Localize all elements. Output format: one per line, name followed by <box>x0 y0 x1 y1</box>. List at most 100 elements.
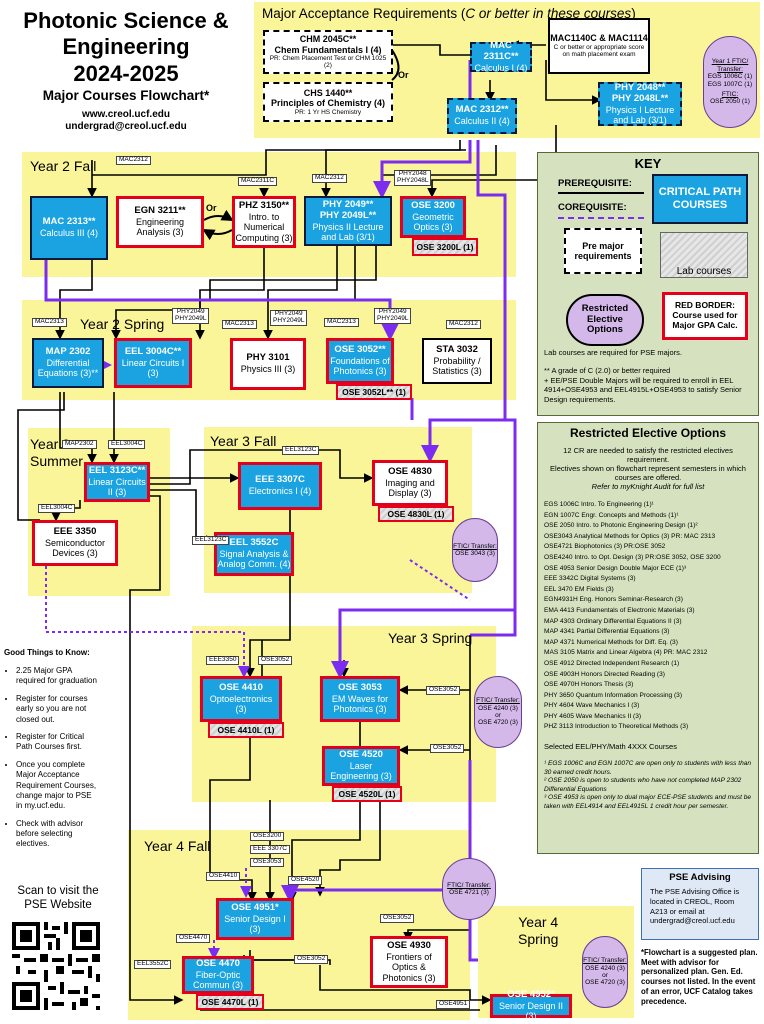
electives-title: Restricted Elective Options <box>569 426 727 440</box>
course-mac2312[interactable]: MAC 2312** Calculus II (4) <box>447 98 517 134</box>
course-map2302[interactable]: MAP 2302 Differential Equations (3)** <box>32 338 104 388</box>
tag-ose3052: OSE3052 <box>380 914 415 923</box>
tag-map2302: MAP2302 <box>62 440 97 449</box>
tag-ose3200: OSE3200 <box>250 832 285 841</box>
tag-ose3052: OSE3052 <box>430 744 465 753</box>
key-restricted-electives: Restricted Elective Options <box>566 294 644 346</box>
disclaimer: *Flowchart is a suggested plan. Meet wit… <box>641 948 758 1006</box>
course-phy2049[interactable]: PHY 2049** PHY 2049L** Physics II Lectur… <box>304 196 392 246</box>
elective-item: MAP 4303 Ordinary Differential Equations… <box>544 617 682 625</box>
lab-ose3200l[interactable]: OSE 3200L (1) <box>412 238 478 256</box>
key-coreq-arrow <box>558 217 644 219</box>
tag-eel3552c: EEL3552C <box>134 960 172 969</box>
course-ose4952[interactable]: OSE 4952* Senior Design II (3) <box>490 989 572 1021</box>
course-eee3307c[interactable]: EEE 3307C Electronics I (4) <box>238 462 322 510</box>
tag-eee3307c: EEE 3307C <box>250 845 290 854</box>
lab-ose3052l[interactable]: OSE 3052L** (1) <box>336 384 412 400</box>
course-ose3200[interactable]: OSE 3200 Geometric Optics (3) <box>400 196 466 238</box>
year2-fall-title: Year 2 Fall <box>30 158 97 174</box>
advising-box: PSE Advising The PSE Advising Office is … <box>641 868 759 940</box>
tag-mac2313: MAC2313 <box>32 318 67 327</box>
key-prereq-arrow <box>558 192 644 194</box>
elective-item: EEE 3342C Digital Systems (3) <box>544 575 636 583</box>
tag-mac2313: MAC2313 <box>324 318 359 327</box>
title-line-3: 2024-2025 <box>73 60 179 86</box>
elective-item: PHY 4604 Wave Mechanics I (3) <box>544 702 640 710</box>
course-mac2311c[interactable]: MAC 2311C** Calculus I (4) <box>470 40 532 73</box>
course-ose4410[interactable]: OSE 4410 Optoelectronics (3) <box>200 676 282 722</box>
key-lab-courses: Lab courses <box>660 232 748 278</box>
course-ose4951[interactable]: OSE 4951* Senior Design I (3) <box>216 898 294 940</box>
ftic-year4fall-bubble: FTIC/ Transfer: OSE 4721 (3) <box>442 858 496 920</box>
elective-item: OSE4721 Biophotonics (3) PR:OSE 3052 <box>544 543 666 551</box>
course-egn3211[interactable]: EGN 3211** Engineering Analysis (3) <box>116 196 204 248</box>
elective-item: MAP 4371 Numerical Methods for Diff. Eq.… <box>544 638 678 646</box>
good-thing-item: 2.25 Major GPA required for graduation <box>16 666 100 687</box>
key-corequisite-label: COREQUISITE: <box>558 202 627 213</box>
tag-eel3123c: EEL3123C <box>192 536 230 545</box>
course-sta3032[interactable]: STA 3032 Probability / Statistics (3) <box>422 338 492 384</box>
lab-ose4830l[interactable]: OSE 4830L (1) <box>378 506 454 522</box>
elective-item: MAS 3105 Matrix and Linear Algebra (4) P… <box>544 649 708 657</box>
course-eel3004c[interactable]: EEL 3004C** Linear Circuits I (3) <box>114 338 192 388</box>
lab-ose4410l[interactable]: OSE 4410L (1) <box>208 722 284 738</box>
ftic-year4spring-bubble: FTIC/ Transfer: OSE 4240 (3) or OSE 4720… <box>582 936 628 1008</box>
course-ose4830[interactable]: OSE 4830 Imaging and Display (3) <box>372 460 448 506</box>
website-link[interactable]: www.creol.ucf.edu <box>82 109 170 120</box>
electives-intro: 12 CR are needed to satisfy the restrict… <box>550 446 746 491</box>
title-line-1: Photonic Science & <box>23 8 229 33</box>
or-label-y2f: Or <box>206 203 217 213</box>
subtitle: Major Courses Flowchart* <box>42 88 210 103</box>
elective-item: EGN 1007C Engr. Concepts and Methods (1)… <box>544 511 679 519</box>
lab-ose4520l[interactable]: OSE 4520L (1) <box>332 786 402 802</box>
year3-spring-title: Year 3 Spring <box>388 630 473 646</box>
good-thing-item: Register for Critical Path Courses first… <box>16 732 100 753</box>
course-phy2048[interactable]: PHY 2048** PHY 2048L** Physics I Lecture… <box>598 82 682 126</box>
good-thing-item: Once you complete Major Acceptance Requi… <box>16 760 100 812</box>
course-ose3052[interactable]: OSE 3052** Foundations of Photonics (3) <box>326 338 394 384</box>
elective-item: PHY 4605 Wave Mechanics II (3) <box>544 712 642 720</box>
course-ose4520[interactable]: OSE 4520 Laser Engineering (3) <box>322 746 400 786</box>
course-eee3350[interactable]: EEE 3350 Semiconductor Devices (3) <box>32 520 118 566</box>
course-chs1440[interactable]: CHS 1440** Principles of Chemistry (4) P… <box>263 82 393 122</box>
tag-mac2312: MAC2312 <box>116 156 151 165</box>
lab-ose4470l[interactable]: OSE 4470L (1) <box>196 994 264 1010</box>
key-title: KEY <box>634 156 662 171</box>
elective-item: OSE 4912 Directed Independent Research (… <box>544 659 680 667</box>
elective-item: OSE3043 Analytical Methods for Optics (3… <box>544 532 716 540</box>
year4-fall-title: Year 4 Fall <box>144 838 211 854</box>
good-thing-item: Register for courses early so you are no… <box>16 694 100 725</box>
ftic-year3fall-bubble: FTIC/ Transfer: OSE 3043 (3) <box>452 518 498 582</box>
qr-code-icon[interactable] <box>8 918 104 1014</box>
tag-eel3004c: EEL3004C <box>108 440 146 449</box>
elective-item: OSE 4953 Senior Design Double Major ECE … <box>544 564 687 572</box>
tag-mac2311c: MAC2311C <box>238 177 278 186</box>
tag-eee3350: EEE3350 <box>206 656 240 665</box>
tag-ose3053: OSE3053 <box>250 858 285 867</box>
electives-selected: Selected EEL/PHY/Math 4XXX Courses <box>544 742 677 751</box>
course-eel3552c[interactable]: EEL 3552C Signal Analysis & Analog Comm.… <box>214 532 294 576</box>
course-ose4930[interactable]: OSE 4930 Frontiers of Optics & Photonics… <box>370 936 448 988</box>
course-phy3101[interactable]: PHY 3101 Physics III (3) <box>230 338 306 390</box>
course-ose3053[interactable]: OSE 3053 EM Waves for Photonics (3) <box>320 676 400 722</box>
elective-item: EMA 4413 Fundamentals of Electronic Mate… <box>544 606 695 614</box>
key-prerequisite-label: PREREQUISITE: <box>558 178 632 189</box>
email-link[interactable]: undergrad@creol.ucf.edu <box>65 121 187 132</box>
key-note-double-major: + EE/PSE Double Majors will be required … <box>544 376 742 404</box>
course-chm2045c[interactable]: CHM 2045C** Chem Fundamentals I (4) PR: … <box>263 30 393 74</box>
course-mac1140c[interactable]: MAC1140C & MAC1114 C or better or approp… <box>548 18 650 74</box>
course-phz3150[interactable]: PHZ 3150** Intro. to Numerical Computing… <box>232 196 296 248</box>
course-ose4470[interactable]: OSE 4470 Fiber-Optic Commun (3) <box>182 956 254 994</box>
course-eel3123c[interactable]: EEL 3123C** Linear Circuits II (3) <box>84 462 150 502</box>
good-things-title: Good Things to Know: <box>4 648 90 657</box>
tag-mac2312: MAC2312 <box>446 320 481 329</box>
course-mac2313[interactable]: MAC 2313** Calculus III (4) <box>30 196 108 260</box>
tag-mac2312: MAC2312 <box>312 174 347 183</box>
key-critical-path: CRITICAL PATH COURSES <box>652 174 748 224</box>
